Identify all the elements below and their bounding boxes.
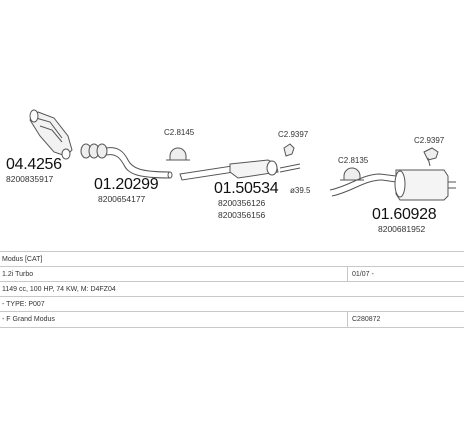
- front-pipe-drawing: [80, 143, 173, 179]
- table-cell: 1149 cc, 100 HP, 74 KW, M: D4FZ04: [2, 286, 116, 293]
- table-cell: 01/07 -: [352, 271, 374, 278]
- fitting-code-4: C2.9397: [414, 136, 445, 145]
- catalytic-converter-drawing: [29, 109, 73, 160]
- table-cell: - F Grand Modus: [2, 316, 55, 323]
- table-row: 1.2i Turbo 01/07 -: [0, 266, 464, 282]
- table-row: 1149 cc, 100 HP, 74 KW, M: D4FZ04: [0, 281, 464, 297]
- part-code-front-pipe: 01.20299: [94, 176, 159, 193]
- table-row: - F Grand Modus C280872: [0, 311, 464, 328]
- part-ref-rear: 8200681952: [378, 224, 426, 234]
- part-ref-cat: 8200835917: [6, 174, 54, 184]
- table-row: - TYPE: P007: [0, 296, 464, 312]
- table-cell: 1.2i Turbo: [2, 271, 34, 278]
- fitting-code-2: C2.9397: [278, 130, 309, 139]
- table-cell: - TYPE: P007: [2, 301, 45, 308]
- middle-silencer-drawing: [179, 159, 301, 181]
- clamp-2-drawing: [340, 167, 364, 181]
- part-code-rear: 01.60928: [372, 206, 437, 223]
- part-ref-middle-2: 8200356156: [218, 210, 266, 220]
- part-ref-front-pipe: 8200654177: [98, 194, 146, 204]
- fitting-code-1: C2.8145: [164, 128, 195, 137]
- rear-silencer-drawing: [329, 169, 456, 201]
- table-cell: Modus [CAT]: [2, 256, 43, 263]
- hanger-1-drawing: [283, 143, 295, 157]
- part-code-cat: 04.4256: [6, 156, 62, 173]
- hanger-2-drawing: [423, 147, 439, 167]
- part-code-middle: 01.50534: [214, 180, 279, 197]
- fitting-code-3: C2.8135: [338, 156, 369, 165]
- clamp-1-drawing: [166, 147, 190, 161]
- part-ref-middle-1: 8200356126: [218, 198, 266, 208]
- pipe-diameter-label: ø39.5: [290, 186, 311, 195]
- table-row: Modus [CAT]: [0, 251, 464, 267]
- exhaust-diagram: [29, 109, 456, 201]
- table-cell: C280872: [352, 316, 381, 323]
